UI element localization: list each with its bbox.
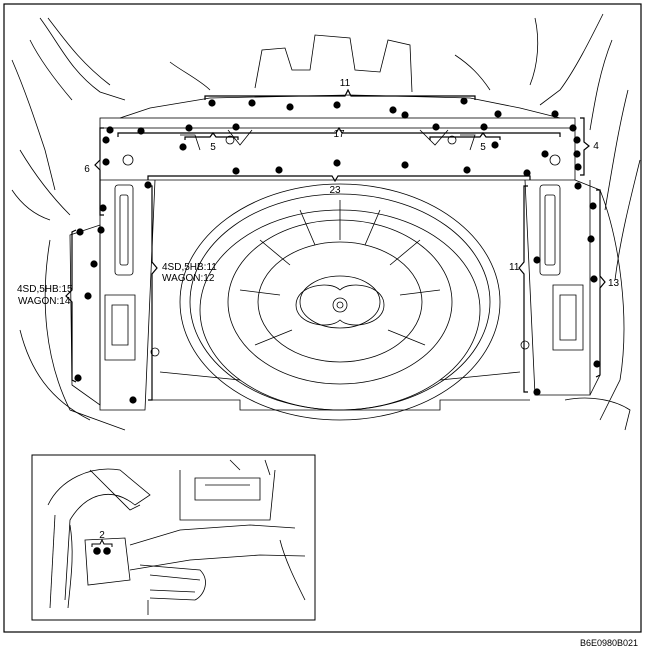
- weld-spot: [491, 141, 499, 149]
- weld-spot: [533, 388, 541, 396]
- weld-spot: [74, 374, 82, 382]
- label-left-bracket: 5: [210, 142, 216, 153]
- weld-spot: [574, 163, 582, 171]
- weld-spot: [573, 150, 581, 158]
- weld-spot: [275, 166, 283, 174]
- inset-detail: 2: [31, 454, 316, 621]
- label-right-member: 11: [509, 262, 520, 273]
- weld-spot: [106, 126, 114, 134]
- weld-spot: [185, 124, 193, 132]
- weld-spot: [97, 226, 105, 234]
- weld-spot: [533, 256, 541, 264]
- weld-spot: [523, 169, 531, 177]
- weld-spot: [102, 136, 110, 144]
- weld-spot: [589, 202, 597, 210]
- weld-spot: [551, 110, 559, 118]
- weld-spot: [179, 143, 187, 151]
- label-right-wheelhouse: 13: [608, 278, 620, 289]
- weld-spot: [76, 228, 84, 236]
- label-left-member: 4SD,5HB:11: [162, 262, 217, 273]
- weld-spot: [99, 204, 107, 212]
- label-upper-rail: 17: [333, 129, 345, 140]
- weld-spot: [286, 103, 294, 111]
- weld-spot: [573, 136, 581, 144]
- weld-spot: [144, 181, 152, 189]
- weld-spot: [401, 111, 409, 119]
- part-labels: 11 17 5 5 6 4 23 4SD,5HB:11 WAGON:12 11 …: [17, 78, 620, 307]
- outer-border: [3, 3, 642, 633]
- weld-spot: [480, 123, 488, 131]
- weld-spot: [129, 396, 137, 404]
- weld-spot: [463, 166, 471, 174]
- weld-spot: [574, 182, 582, 190]
- label-left-side: 6: [84, 164, 90, 175]
- label-floor: 23: [329, 185, 341, 196]
- vehicle-body-drawing: [11, 13, 641, 431]
- inset-frame: [31, 454, 316, 621]
- weld-spot: [232, 123, 240, 131]
- weld-spot: [401, 161, 409, 169]
- weld-spot: [232, 167, 240, 175]
- weld-spots: [74, 97, 601, 404]
- inset-weld-spot: [103, 547, 111, 555]
- weld-spot: [102, 158, 110, 166]
- weld-spot: [248, 99, 256, 107]
- label-top-panel: 11: [340, 78, 351, 89]
- weld-spot: [137, 127, 145, 135]
- weld-spot: [432, 123, 440, 131]
- weld-spot: [208, 99, 216, 107]
- weld-spot: [333, 101, 341, 109]
- weld-spot: [460, 97, 468, 105]
- weld-spot: [84, 292, 92, 300]
- weld-spot: [569, 124, 577, 132]
- label-inset-callout: 2: [99, 530, 105, 541]
- weld-spot: [333, 159, 341, 167]
- weld-spot: [389, 106, 397, 114]
- weld-spot: [494, 110, 502, 118]
- label-left-member-wagon: WAGON:12: [162, 273, 215, 284]
- weld-spot: [90, 260, 98, 268]
- weld-spot: [593, 360, 601, 368]
- weld-spot: [590, 275, 598, 283]
- figure-code: B6E0980B021: [580, 638, 638, 648]
- inset-weld-spot: [93, 547, 101, 555]
- weld-spot: [587, 235, 595, 243]
- weld-spot: [541, 150, 549, 158]
- label-right-bracket: 5: [480, 142, 486, 153]
- dimension-brackets: [65, 88, 606, 401]
- label-left-wheelhouse: 4SD,5HB:15: [17, 284, 73, 295]
- label-right-side: 4: [593, 141, 599, 152]
- label-left-wheelhouse-wagon: WAGON:14: [18, 296, 71, 307]
